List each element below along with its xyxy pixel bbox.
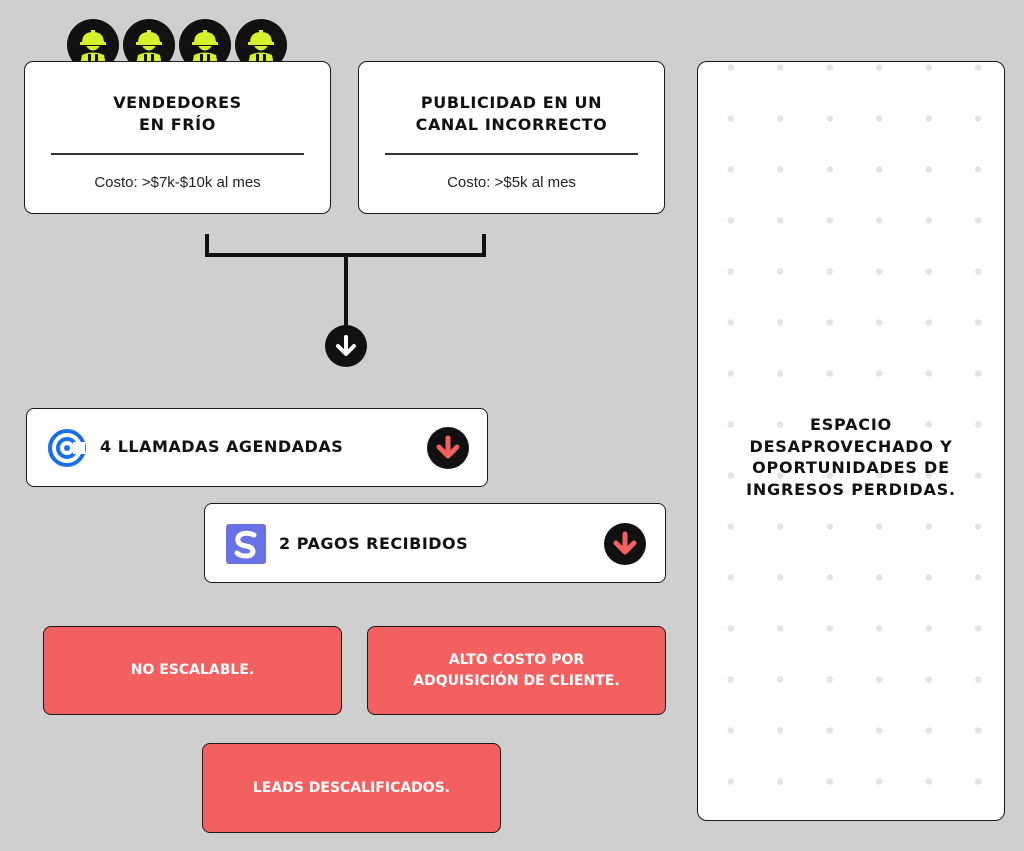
side-panel: ESPACIO DESAPROVECHADO Y OPORTUNIDADES D…	[697, 61, 1005, 821]
side-panel-text: ESPACIO DESAPROVECHADO Y OPORTUNIDADES D…	[698, 414, 1004, 500]
result-payments-received: 2 PAGOS RECIBIDOS	[204, 503, 666, 583]
card-cost: Costo: >$5k al mes	[447, 174, 576, 191]
card-title-line: EN FRÍO	[139, 115, 216, 134]
calendly-logo-icon	[47, 428, 87, 468]
card-divider	[51, 153, 304, 155]
problem-text: ALTO COSTO POR ADQUISICIÓN DE CLIENTE.	[413, 650, 619, 692]
result-calls-booked: 4 LLAMADAS AGENDADAS	[26, 408, 488, 487]
result-label: 2 PAGOS RECIBIDOS	[279, 534, 469, 553]
cost-card-cold-sellers: VENDEDORES EN FRÍO Costo: >$7k-$10k al m…	[24, 61, 331, 214]
dot-grid-pattern	[698, 62, 1004, 820]
problem-line: NO ESCALABLE.	[130, 662, 255, 678]
side-panel-line: OPORTUNIDADES DE	[752, 458, 950, 477]
problem-not-scalable: NO ESCALABLE.	[43, 626, 342, 715]
problem-high-acquisition-cost: ALTO COSTO POR ADQUISICIÓN DE CLIENTE.	[367, 626, 666, 715]
card-title-line: PUBLICIDAD EN UN	[420, 93, 603, 112]
down-arrow-red-icon	[604, 523, 646, 565]
down-arrow-icon	[325, 325, 367, 367]
card-title: PUBLICIDAD EN UN CANAL INCORRECTO	[359, 92, 664, 136]
problem-line: LEADS DESCALIFICADOS.	[252, 779, 451, 796]
result-label: 4 LLAMADAS AGENDADAS	[100, 437, 344, 456]
side-panel-line: INGRESOS PERDIDAS.	[746, 479, 956, 499]
side-panel-line: ESPACIO	[810, 415, 892, 434]
card-cost: Costo: >$7k-$10k al mes	[94, 174, 261, 191]
card-title: VENDEDORES EN FRÍO	[25, 92, 330, 136]
card-divider	[385, 153, 638, 155]
card-title-line: CANAL INCORRECTO	[415, 115, 608, 134]
down-arrow-red-icon	[427, 427, 469, 469]
card-title-line: VENDEDORES	[113, 93, 242, 112]
problem-unqualified-leads: LEADS DESCALIFICADOS.	[202, 743, 501, 833]
cost-card-wrong-channel-ads: PUBLICIDAD EN UN CANAL INCORRECTO Costo:…	[358, 61, 665, 214]
problem-line: ALTO COSTO POR	[448, 651, 585, 668]
problem-text: NO ESCALABLE.	[131, 660, 254, 681]
problem-text: LEADS DESCALIFICADOS.	[253, 778, 450, 799]
side-panel-line: DESAPROVECHADO Y	[749, 436, 953, 456]
problem-line: ADQUISICIÓN DE CLIENTE.	[413, 672, 620, 689]
stripe-s-logo-icon	[226, 524, 266, 564]
